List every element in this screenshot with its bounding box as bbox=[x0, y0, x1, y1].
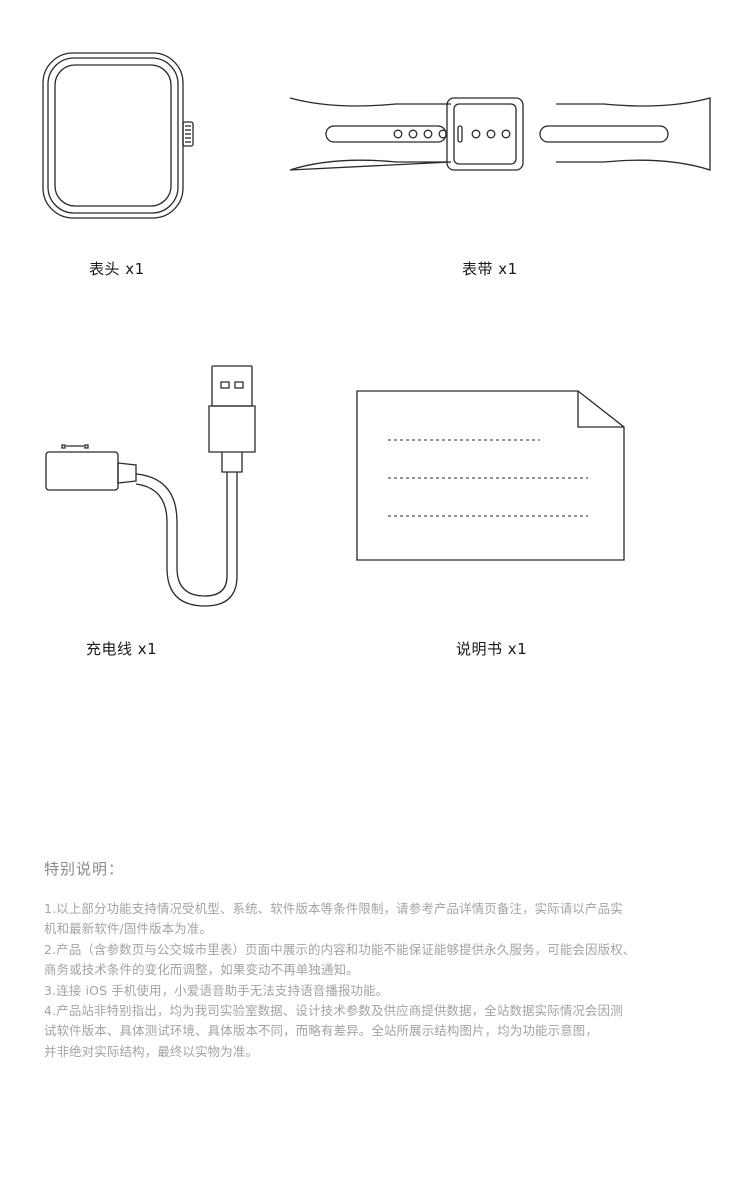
notes-line: 商务或技术条件的变化而调整，如果变动不再单独通知。 bbox=[44, 962, 359, 978]
notes-line: 机和最新软件/固件版本为准。 bbox=[44, 921, 213, 937]
notes-line: 试软件版本、具体测试环境、具体版本不同，而略有差异。全站所展示结构图片，均为功能… bbox=[44, 1023, 598, 1039]
watch-head-label: 表头 x1 bbox=[89, 258, 145, 279]
notes-line: 2.产品（含参数页与公交城市里表）页面中展示的内容和功能不能保证能够提供永久服务… bbox=[44, 941, 636, 957]
item-name: 表头 bbox=[89, 260, 121, 278]
watch-strap-illustration bbox=[286, 92, 714, 176]
manual-label: 说明书 x1 bbox=[456, 638, 527, 659]
item-name: 充电线 bbox=[86, 640, 133, 658]
item-qty: x1 bbox=[507, 640, 528, 658]
watch-strap-label: 表带 x1 bbox=[462, 258, 518, 279]
notes-line: 4.产品站非特别指出，均为我司实验室数据、设计技术参数及供应商提供数据，全站数据… bbox=[44, 1003, 623, 1019]
item-name: 说明书 bbox=[456, 640, 503, 658]
charging-cable-illustration bbox=[36, 362, 260, 602]
item-qty: x1 bbox=[498, 260, 518, 278]
charging-cable-label: 充电线 x1 bbox=[86, 638, 157, 659]
notes-line: 3.连接 iOS 手机使用，小爱语音助手无法支持语音播报功能。 bbox=[44, 982, 389, 998]
watch-head-illustration bbox=[38, 48, 198, 223]
notes-title: 特别说明： bbox=[44, 860, 125, 878]
notes-line: 并非绝对实际结构，最终以实物为准。 bbox=[44, 1043, 259, 1059]
notes-line: 1.以上部分功能支持情况受机型、系统、软件版本等条件限制，请参考产品详情页备注，… bbox=[44, 901, 623, 916]
item-name: 表带 bbox=[462, 260, 494, 278]
item-qty: x1 bbox=[125, 260, 145, 278]
special-notes: 特别说明： 1.以上部分功能支持情况受机型、系统、软件版本等条件限制，请参考产品… bbox=[44, 858, 704, 1062]
item-qty: x1 bbox=[137, 640, 158, 658]
manual-illustration bbox=[352, 386, 632, 566]
notes-body: 1.以上部分功能支持情况受机型、系统、软件版本等条件限制，请参考产品详情页备注，… bbox=[44, 899, 704, 1062]
